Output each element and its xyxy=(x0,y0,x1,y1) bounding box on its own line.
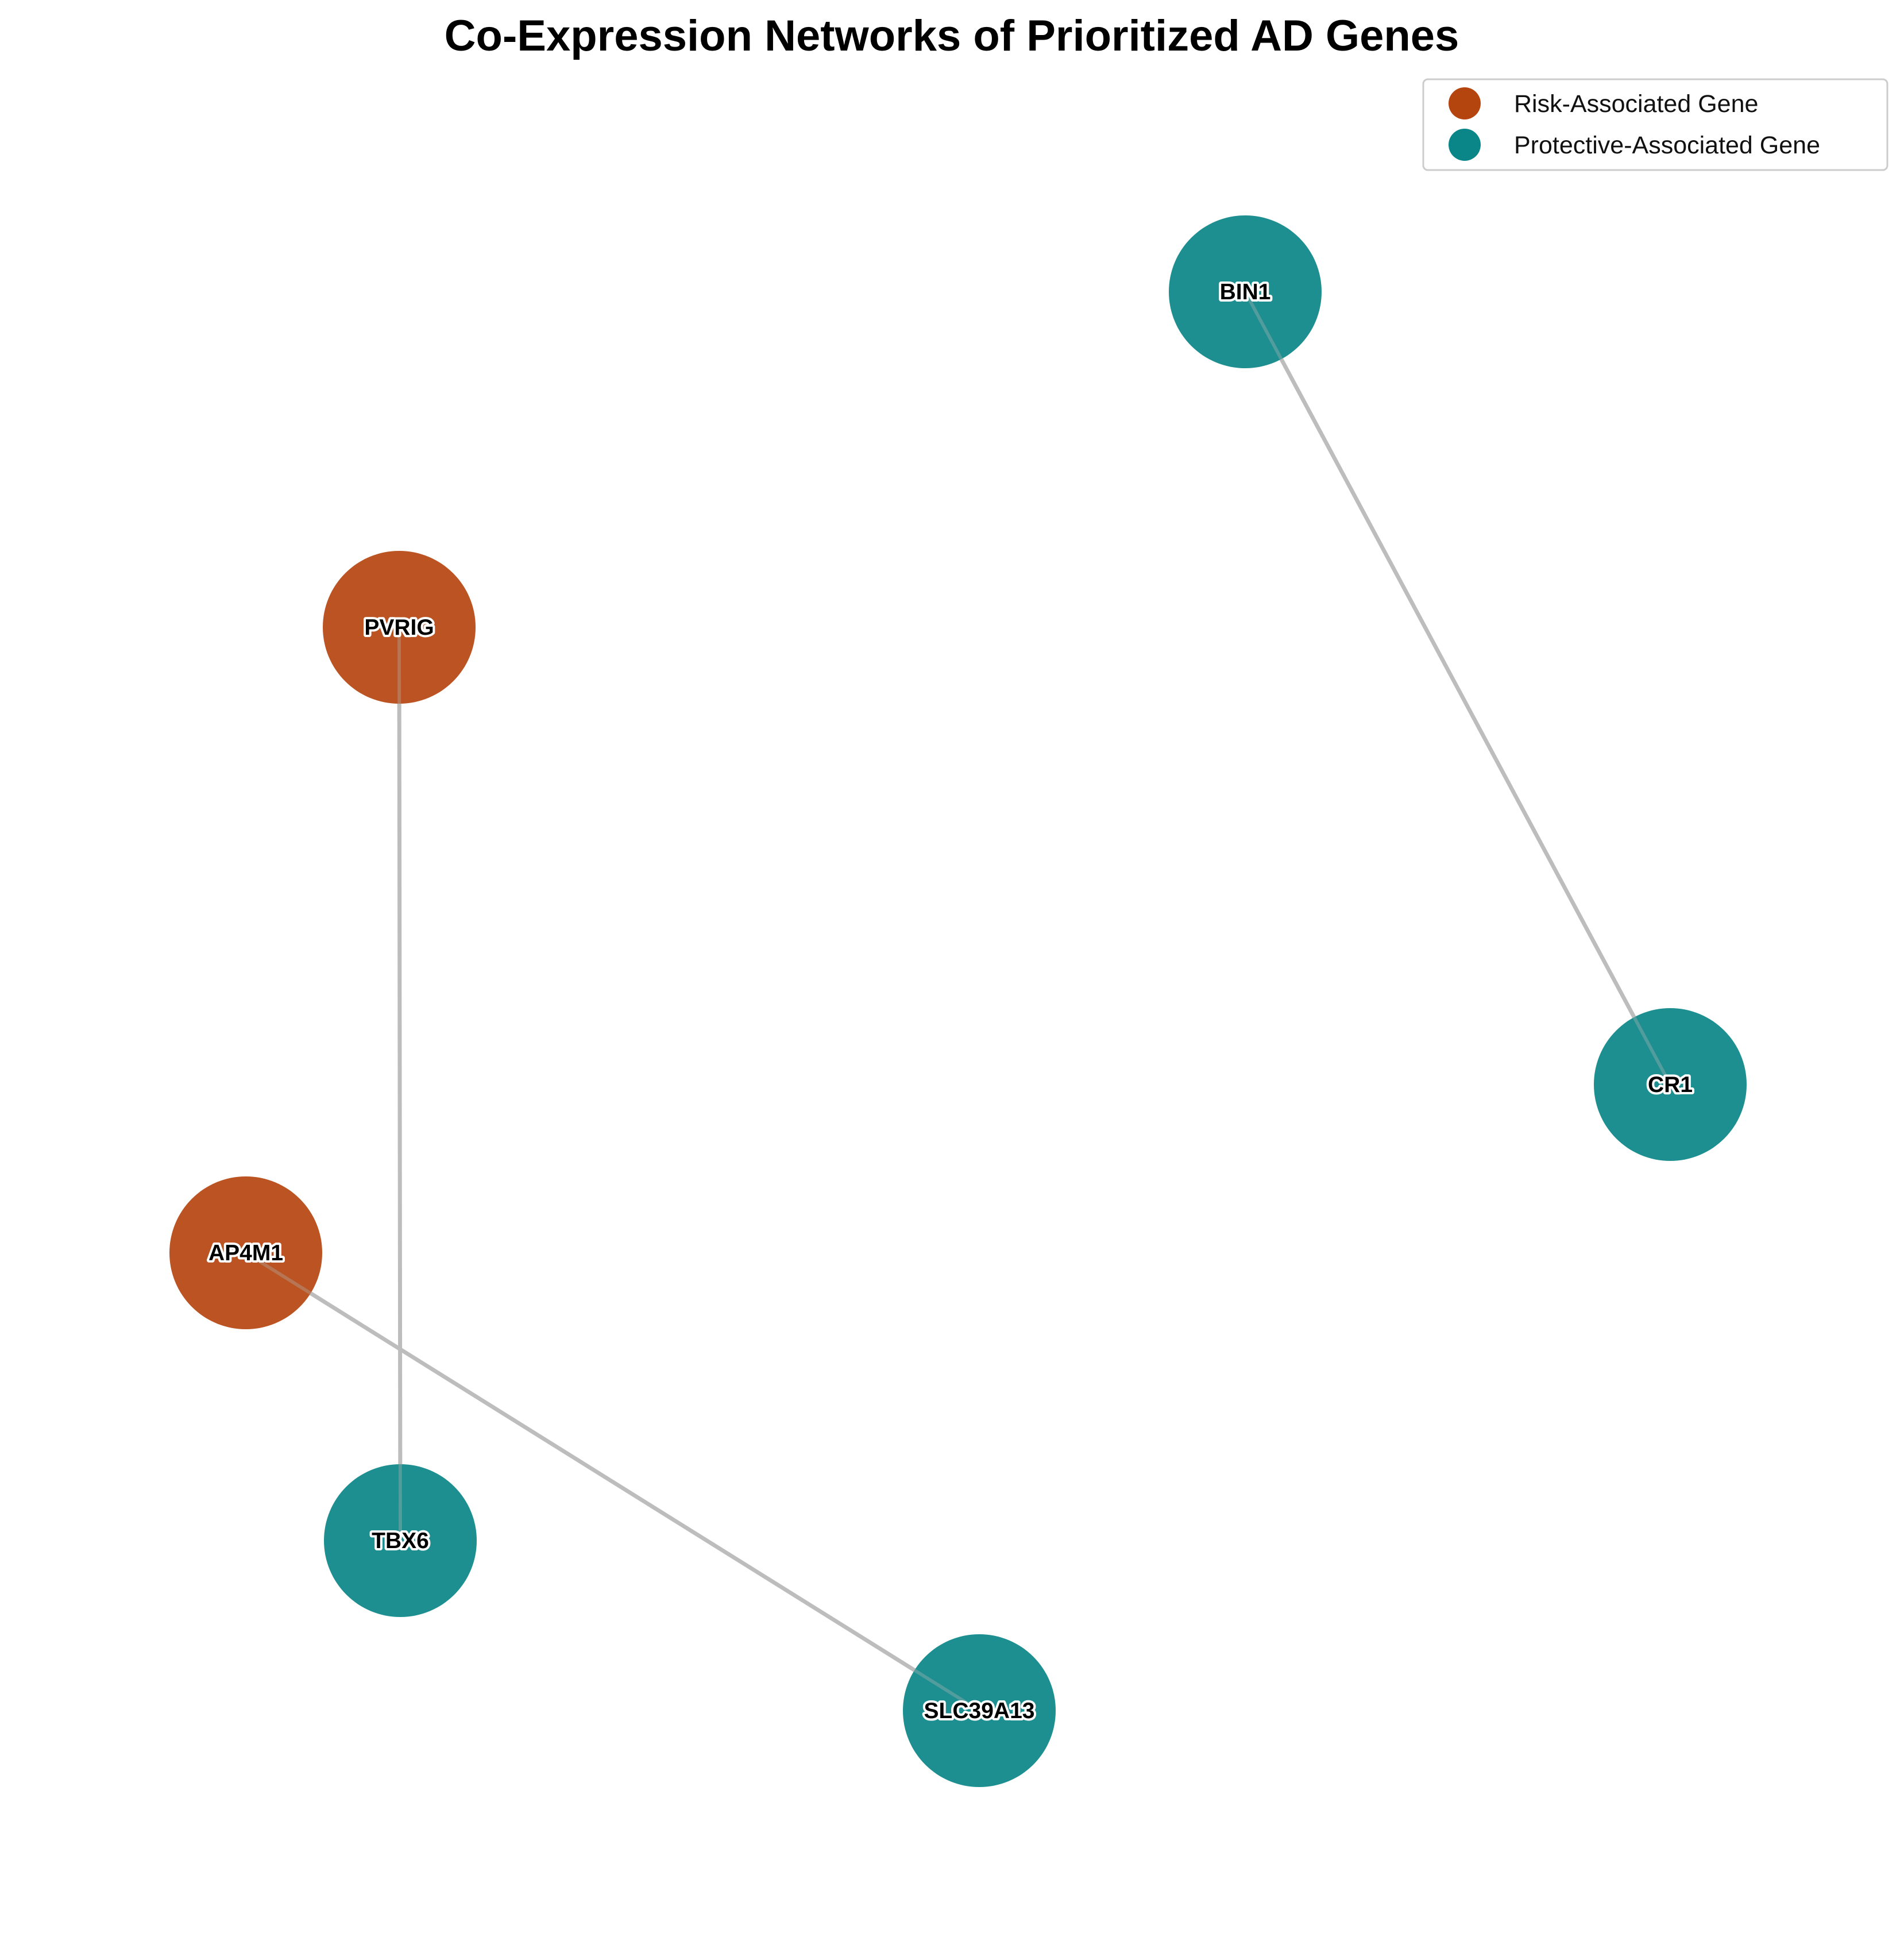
node-circle xyxy=(1169,215,1322,368)
node-tbx6 xyxy=(324,1464,477,1617)
node-label: BIN1 xyxy=(1220,280,1271,304)
edges-layer xyxy=(244,290,1673,1713)
node-circle xyxy=(169,1176,322,1329)
node-ap4m1 xyxy=(169,1176,322,1329)
edge-bin1-cr1 xyxy=(1243,290,1673,1087)
node-circle xyxy=(903,1634,1056,1787)
node-pvrig xyxy=(323,551,476,704)
legend-box xyxy=(1422,78,1888,171)
edge-overlay-bin1-cr1 xyxy=(1243,291,1672,1086)
legend: Risk-Associated Gene Protective-Associat… xyxy=(1422,78,1888,171)
legend-risk-label: Risk-Associated Gene xyxy=(1514,90,1758,118)
node-cr1 xyxy=(1594,1008,1747,1161)
edge-pvrig-tbx6 xyxy=(397,625,403,1543)
node-circle xyxy=(1594,1008,1747,1161)
node-bin1 xyxy=(1169,215,1322,368)
node-circle xyxy=(324,1464,477,1617)
node-label: PVRIG xyxy=(364,615,434,640)
chart-title: Co-Expression Networks of Prioritized AD… xyxy=(445,11,1459,60)
node-circle xyxy=(323,551,476,704)
legend-protective-marker xyxy=(1449,129,1481,161)
node-slc39a13 xyxy=(903,1634,1056,1787)
node-label: SLC39A13 xyxy=(924,1699,1035,1723)
legend-risk-marker xyxy=(1449,87,1481,119)
edge-ap4m1-slc39a13 xyxy=(244,1251,982,1713)
edge-overlay-ap4m1-slc39a13 xyxy=(245,1251,980,1712)
node-label: TBX6 xyxy=(372,1529,429,1553)
edge-overlay-pvrig-tbx6 xyxy=(397,627,402,1541)
node-label: CR1 xyxy=(1648,1072,1693,1097)
legend-protective-label: Protective-Associated Gene xyxy=(1514,132,1820,159)
node-label: AP4M1 xyxy=(208,1241,283,1265)
